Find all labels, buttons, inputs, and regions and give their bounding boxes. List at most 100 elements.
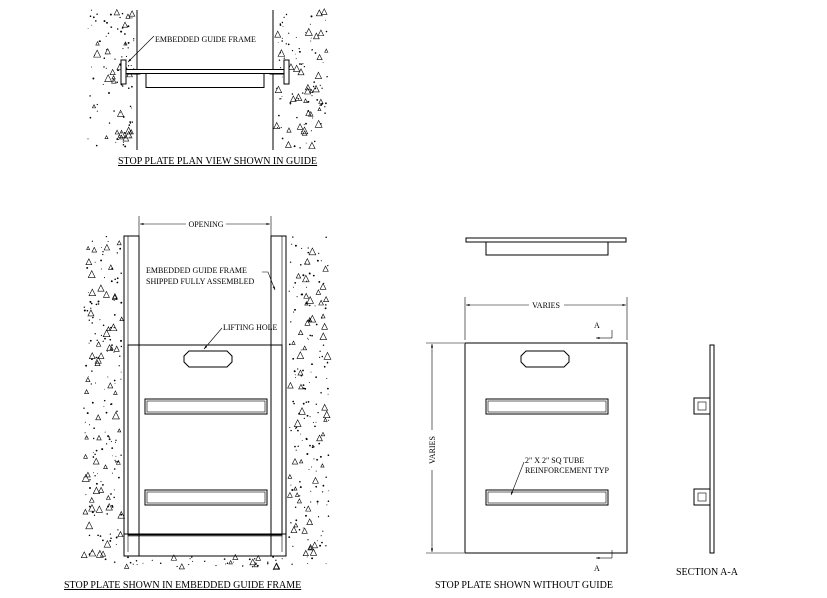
concrete-dot bbox=[313, 422, 314, 423]
concrete-dot bbox=[325, 19, 327, 21]
concrete-dot bbox=[300, 264, 302, 266]
concrete-dot bbox=[88, 505, 91, 508]
concrete-dot bbox=[302, 402, 305, 405]
concrete-dot bbox=[108, 122, 111, 124]
concrete-dot bbox=[96, 13, 98, 15]
concrete-aggregate bbox=[294, 492, 300, 497]
concrete-dot bbox=[124, 145, 127, 148]
embedded-frame-view: OPENING EMBEDDED GUIDE FRAME SHIPPED FUL… bbox=[64, 216, 332, 591]
concrete-dot bbox=[100, 481, 102, 483]
concrete-dot bbox=[203, 560, 206, 563]
concrete-dot bbox=[294, 427, 296, 429]
concrete-dot bbox=[86, 266, 89, 269]
concrete-dot bbox=[89, 116, 92, 119]
concrete-dot bbox=[131, 17, 133, 19]
concrete-dot bbox=[290, 484, 292, 486]
concrete-aggregate bbox=[255, 554, 262, 561]
concrete-dot bbox=[287, 43, 290, 46]
concrete-dot bbox=[303, 124, 305, 126]
concrete-dot bbox=[293, 145, 296, 148]
concrete-dot bbox=[328, 490, 330, 492]
concrete-dot bbox=[131, 107, 133, 109]
concrete-aggregate bbox=[304, 27, 313, 36]
concrete-dot bbox=[283, 57, 285, 59]
concrete-dot bbox=[111, 447, 114, 449]
concrete-dot bbox=[325, 30, 328, 33]
concrete-dot bbox=[311, 49, 313, 51]
concrete-aggregate bbox=[322, 265, 329, 272]
concrete-dot bbox=[91, 24, 93, 26]
concrete-aggregate bbox=[98, 486, 105, 493]
concrete-dot bbox=[292, 545, 294, 547]
concrete-dot bbox=[116, 277, 119, 280]
concrete-dot bbox=[299, 63, 301, 65]
concrete-dot bbox=[307, 251, 310, 254]
concrete-dot bbox=[94, 382, 97, 384]
concrete-dot bbox=[106, 53, 108, 55]
concrete-dot bbox=[91, 370, 93, 372]
concrete-dot bbox=[283, 16, 285, 19]
concrete-dot bbox=[289, 261, 292, 263]
concrete-dot bbox=[103, 20, 106, 23]
concrete-dot bbox=[278, 114, 280, 117]
concrete-dot bbox=[105, 443, 108, 445]
concrete-dot bbox=[301, 130, 303, 132]
concrete-dot bbox=[226, 562, 229, 564]
concrete-aggregate bbox=[85, 258, 93, 265]
concrete-dot bbox=[120, 371, 122, 373]
concrete-dot bbox=[106, 350, 108, 352]
concrete-dot bbox=[309, 304, 311, 307]
concrete-aggregate bbox=[124, 126, 133, 135]
concrete-aggregate bbox=[109, 323, 118, 332]
concrete-aggregate bbox=[85, 471, 91, 478]
concrete-dot bbox=[89, 300, 92, 303]
concrete-aggregate bbox=[273, 121, 281, 129]
concrete-dot bbox=[324, 112, 326, 114]
concrete-aggregate bbox=[128, 129, 134, 135]
concrete-aggregate bbox=[84, 389, 90, 395]
concrete-aggregate bbox=[287, 473, 293, 479]
concrete-dot bbox=[104, 337, 106, 340]
concrete-aggregate bbox=[320, 8, 328, 15]
concrete-aggregate bbox=[318, 299, 324, 306]
concrete-dot bbox=[104, 558, 107, 561]
concrete-aggregate bbox=[320, 431, 326, 437]
section-marker-top: A bbox=[594, 321, 600, 330]
concrete-aggregate bbox=[80, 551, 88, 559]
concrete-dot bbox=[319, 356, 321, 358]
concrete-dot bbox=[251, 566, 254, 568]
concrete-dot bbox=[103, 406, 105, 408]
concrete-dot bbox=[191, 560, 194, 562]
concrete-dot bbox=[125, 55, 128, 58]
concrete-dot bbox=[307, 401, 310, 403]
concrete-aggregate bbox=[122, 21, 129, 28]
concrete-dot bbox=[127, 47, 129, 49]
concrete-dot bbox=[99, 535, 102, 537]
concrete-aggregate bbox=[105, 494, 111, 500]
concrete-dot bbox=[96, 339, 98, 341]
concrete-dot bbox=[133, 38, 135, 40]
concrete-dot bbox=[306, 414, 309, 417]
concrete-aggregate bbox=[313, 32, 320, 40]
concrete-dot bbox=[102, 340, 104, 342]
concrete-dot bbox=[296, 116, 298, 119]
concrete-dot bbox=[307, 563, 309, 564]
concrete-dot bbox=[314, 87, 317, 90]
concrete-dot bbox=[292, 357, 295, 360]
concrete-aggregate bbox=[311, 541, 319, 549]
concrete-aggregate bbox=[117, 428, 122, 433]
label-guide-frame-1: EMBEDDED GUIDE FRAME bbox=[146, 266, 247, 275]
concrete-aggregate bbox=[115, 459, 121, 465]
concrete-aggregate bbox=[102, 290, 110, 298]
concrete-dot bbox=[115, 536, 118, 539]
concrete-dot bbox=[95, 482, 98, 485]
concrete-aggregate bbox=[88, 288, 97, 297]
label-embedded-guide-frame-plan: EMBEDDED GUIDE FRAME bbox=[155, 35, 256, 44]
concrete-dot bbox=[318, 442, 321, 445]
concrete-dot bbox=[289, 426, 291, 429]
concrete-dot bbox=[310, 40, 312, 42]
concrete-dot bbox=[327, 500, 330, 502]
concrete-aggregate bbox=[102, 329, 111, 338]
label-sq-tube-2: REINFORCEMENT TYP bbox=[525, 466, 609, 475]
concrete-dot bbox=[315, 421, 317, 423]
